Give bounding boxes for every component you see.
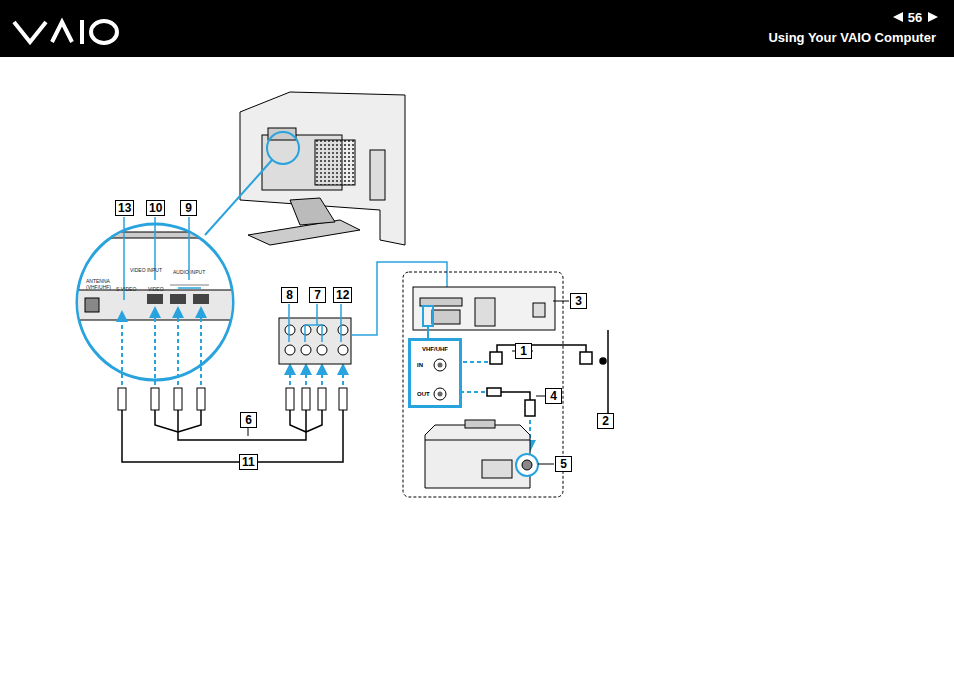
callout-number: 3 [570, 293, 587, 309]
port-label: (VHF/UHF) [86, 285, 111, 290]
port-label: VHF/UHF [422, 346, 448, 352]
callout-number: 4 [545, 388, 562, 404]
callout-number: 1 [515, 343, 532, 359]
callout-number: 8 [281, 287, 298, 303]
callout-number: 5 [555, 456, 572, 472]
header-text: Using Your VAIO Computer [768, 31, 936, 44]
port-label: IN [417, 362, 423, 368]
port-label: AUDIO INPUT [173, 270, 205, 275]
port-label: VIDEO INPUT [130, 268, 162, 273]
port-label: S VIDEO [116, 287, 136, 292]
callout-number: 6 [240, 412, 257, 428]
port-label: ANTENNA [86, 279, 110, 284]
port-label: OUT [417, 391, 430, 397]
port-label: VIDEO [148, 287, 164, 292]
callout-number: 2 [597, 413, 614, 429]
callout-number: 10 [146, 200, 165, 216]
callout-number: 7 [309, 287, 326, 303]
vaio-logo [14, 20, 117, 44]
callout-number: 12 [333, 287, 352, 303]
header-text: 56 [908, 11, 922, 24]
connector-panel: VHF/UHF IN OUT [408, 338, 462, 408]
callout-number: 9 [180, 200, 197, 216]
callout-number: 11 [239, 454, 258, 470]
callout-number: 13 [115, 200, 134, 216]
